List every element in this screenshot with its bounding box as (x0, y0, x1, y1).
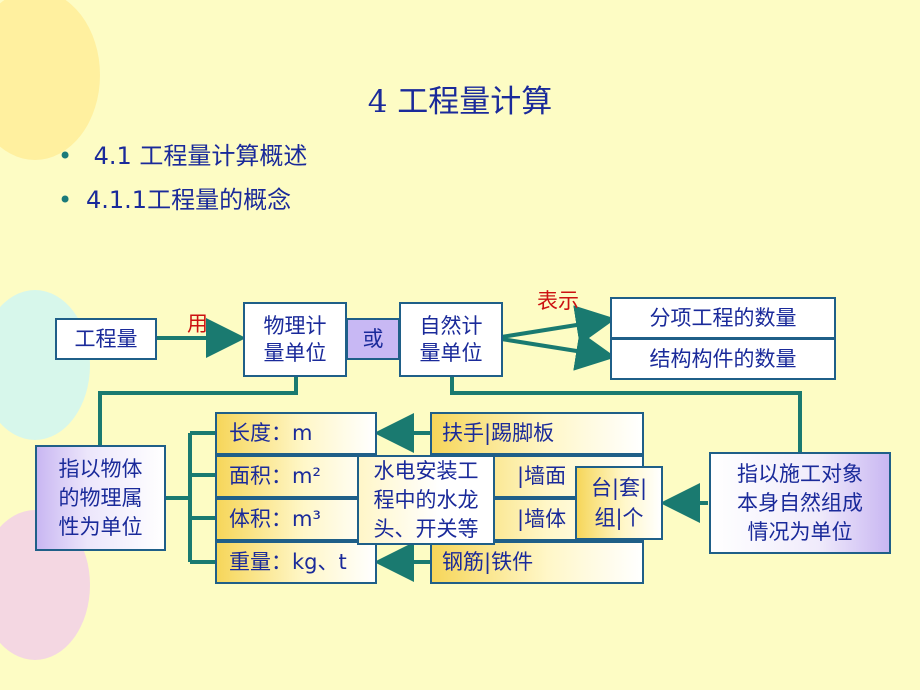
unit-area: 面积：m² (215, 455, 377, 498)
bullet-item: •4.1.1工程量的概念 (58, 186, 292, 214)
natural-units-box: 台|套| 组|个 (575, 466, 663, 540)
page-title: 4 工程量计算 (367, 84, 553, 120)
bullet-item: • 4.1 工程量计算概述 (58, 142, 308, 170)
unit-weight: 重量：kg、t (215, 541, 377, 584)
bullet-icon: • (58, 142, 73, 170)
natural-unit-box: 自然计 量单位 (399, 302, 503, 377)
physical-unit-box: 物理计 量单位 (243, 302, 347, 377)
example-rebar: 钢筋|铁件 (430, 541, 644, 584)
unit-length: 长度：m (215, 412, 377, 455)
unit-volume: 体积：m³ (215, 498, 377, 541)
use-label: 用 (187, 312, 208, 336)
quantity-box: 工程量 (55, 318, 157, 360)
example-handrail: 扶手|踢脚板 (430, 412, 644, 455)
component-count-box: 结构构件的数量 (610, 338, 836, 380)
physical-definition-box: 指以物体 的物理属 性为单位 (35, 445, 166, 551)
or-box: 或 (346, 318, 400, 360)
natural-definition-box: 指以施工对象 本身自然组成 情况为单位 (709, 452, 891, 554)
express-label: 表示 (537, 289, 579, 313)
item-count-box: 分项工程的数量 (610, 297, 836, 339)
bullet-icon: • (58, 186, 73, 214)
plumbing-note-box: 水电安装工 程中的水龙 头、开关等 (357, 455, 495, 545)
